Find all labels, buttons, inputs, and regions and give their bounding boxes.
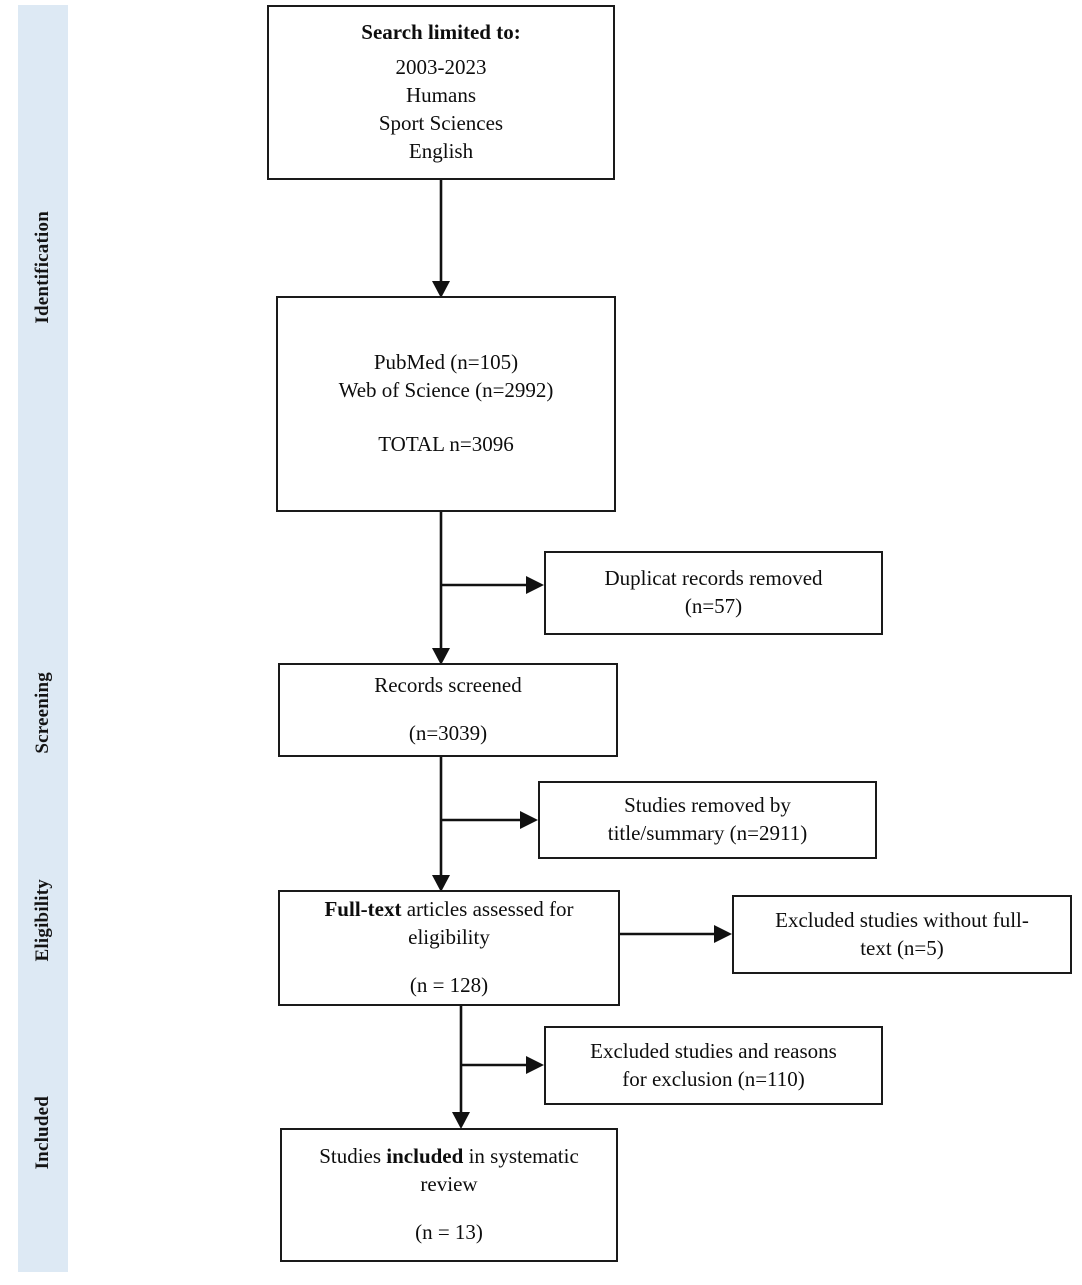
- search-limits-heading: Search limited to:: [361, 20, 521, 45]
- studies-included-line-2: review: [420, 1172, 478, 1197]
- studies-included-line-1: Studies included in systematic: [292, 1143, 606, 1171]
- phase-label-identification: Identification: [18, 150, 68, 385]
- node-fulltext-assessed: Full-text articles assessed for eligibil…: [278, 890, 620, 1006]
- studies-included-bold: included: [386, 1144, 464, 1169]
- phase-label-eligibility-text: Eligibility: [32, 878, 53, 962]
- node-databases: PubMed (n=105) Web of Science (n=2992) T…: [276, 296, 616, 512]
- fulltext-assessed-line-2: eligibility: [408, 925, 490, 950]
- fulltext-assessed-line-1: Full-text articles assessed for: [290, 896, 608, 924]
- records-screened-line-1: Records screened: [374, 673, 522, 698]
- duplicates-removed-line-1: Duplicat records removed: [604, 566, 823, 591]
- databases-pubmed: PubMed (n=105): [373, 350, 519, 375]
- phase-label-eligibility: Eligibility: [18, 845, 68, 995]
- phase-label-included-text: Included: [32, 1095, 53, 1170]
- removed-by-title-line-2: title/summary (n=2911): [607, 821, 808, 845]
- fulltext-assessed-rest: articles assessed for: [401, 897, 574, 922]
- node-removed-by-title: Studies removed by title/summary (n=2911…: [538, 781, 877, 859]
- phase-label-included: Included: [18, 1055, 68, 1210]
- fulltext-assessed-bold: Full-text: [324, 897, 402, 922]
- fulltext-assessed-line-3: (n = 128): [409, 972, 489, 997]
- databases-total: TOTAL n=3096: [378, 431, 514, 456]
- node-studies-included: Studies included in systematic review (n…: [280, 1128, 618, 1262]
- phase-band: [18, 5, 68, 1272]
- duplicates-removed-line-2: (n=57): [684, 594, 743, 618]
- search-limits-line-3: Sport Sciences: [378, 110, 504, 135]
- node-duplicates-removed: Duplicat records removed (n=57): [544, 551, 883, 635]
- excluded-with-reasons-line-1: Excluded studies and reasons: [590, 1038, 837, 1063]
- excluded-no-fulltext-line-2: text (n=5): [860, 935, 944, 960]
- search-limits-line-2: Humans: [406, 83, 476, 108]
- node-excluded-with-reasons: Excluded studies and reasons for exclusi…: [544, 1026, 883, 1105]
- excluded-with-reasons-line-2: for exclusion (n=110): [622, 1066, 805, 1091]
- node-excluded-no-fulltext: Excluded studies without full- text (n=5…: [732, 895, 1072, 974]
- phase-label-screening-text: Screening: [32, 671, 53, 754]
- studies-included-pre: Studies: [319, 1144, 387, 1169]
- node-search-limits: Search limited to: 2003-2023 Humans Spor…: [267, 5, 615, 180]
- studies-included-post: in systematic: [463, 1144, 579, 1169]
- node-records-screened: Records screened (n=3039): [278, 663, 618, 757]
- phase-label-identification-text: Identification: [32, 211, 53, 324]
- databases-wos: Web of Science (n=2992): [338, 378, 554, 403]
- excluded-no-fulltext-line-1: Excluded studies without full-: [775, 907, 1029, 932]
- studies-included-line-3: (n = 13): [415, 1219, 483, 1244]
- search-limits-line-4: English: [408, 138, 474, 163]
- search-limits-line-1: 2003-2023: [395, 55, 487, 80]
- records-screened-line-2: (n=3039): [408, 721, 488, 745]
- removed-by-title-line-1: Studies removed by: [624, 793, 791, 818]
- phase-label-screening: Screening: [18, 640, 68, 785]
